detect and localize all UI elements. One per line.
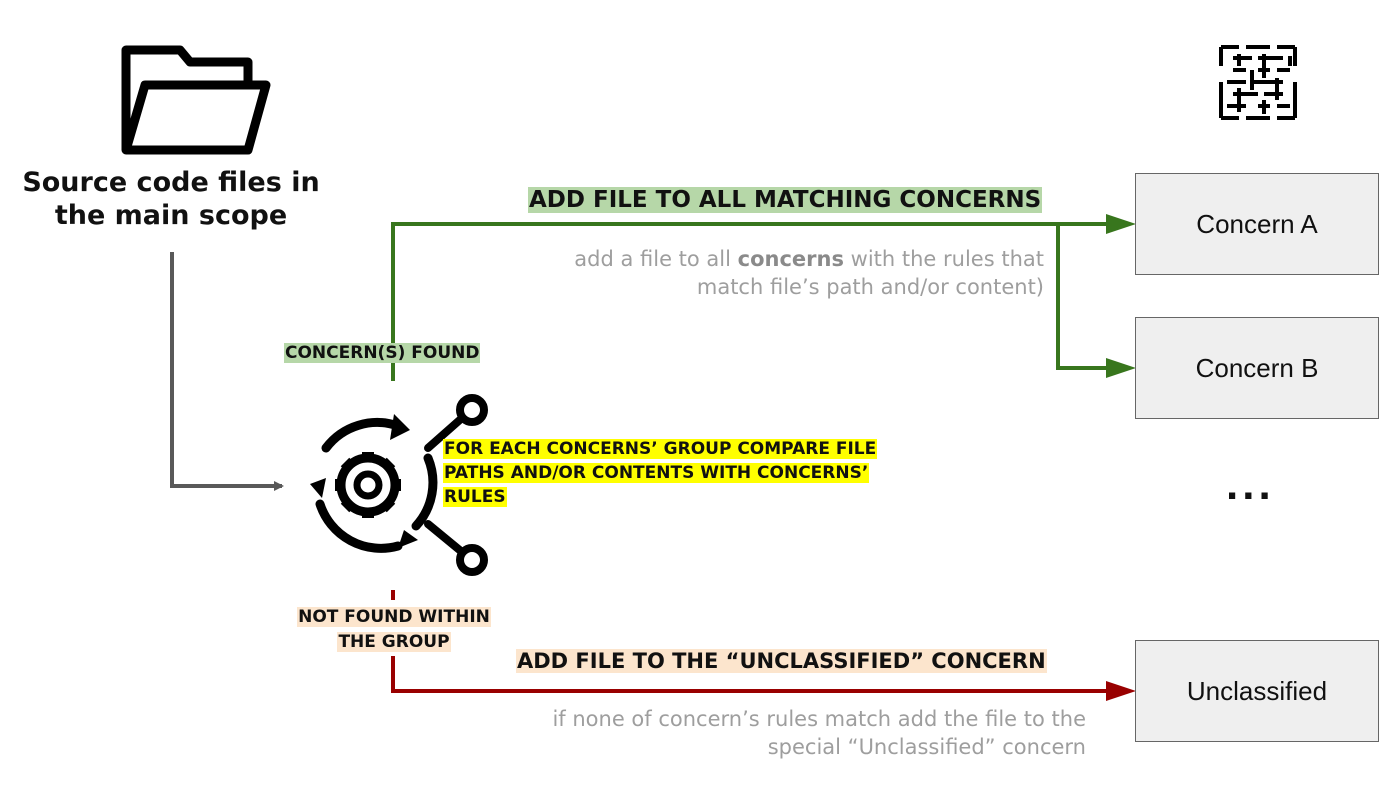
source-files-label: Source code files in the main scope (10, 166, 332, 232)
more-concerns-ellipsis: ... (1226, 460, 1275, 509)
not-found-arrowhead (1106, 681, 1136, 701)
unclassified-box: Unclassified (1135, 640, 1379, 742)
folder-icon (121, 45, 271, 155)
gear-process-icon (310, 394, 488, 576)
not-found-label: NOT FOUND WITHIN THE GROUP (297, 607, 491, 652)
found-description: add a file to all concerns with the rule… (574, 247, 1044, 299)
concern-b-label: Concern B (1195, 352, 1319, 383)
found-action-label: ADD FILE TO ALL MATCHING CONCERNS (528, 187, 1043, 213)
not-found-action-label: ADD FILE TO THE “UNCLASSIFIED” CONCERN (516, 649, 1047, 673)
source-label-line-1: Source code files in (22, 167, 320, 198)
source-to-process-arrow (170, 252, 284, 491)
concern-b-box: Concern B (1135, 317, 1379, 419)
not-found-branch-line (391, 590, 1118, 693)
found-branch-lines (391, 222, 1118, 381)
maze-logo-icon (1219, 45, 1297, 120)
concerns-found-label: CONCERN(S) FOUND (284, 343, 481, 363)
found-arrowheads (1106, 214, 1136, 378)
not-found-description: if none of concern’s rules match add the… (552, 707, 1086, 759)
process-description: FOR EACH CONCERNS’ GROUP COMPARE FILE PA… (443, 439, 878, 507)
source-label-line-2: the main scope (54, 200, 288, 231)
concern-a-box: Concern A (1135, 173, 1379, 275)
unclassified-label: Unclassified (1186, 675, 1328, 706)
concern-a-label: Concern A (1196, 208, 1318, 239)
